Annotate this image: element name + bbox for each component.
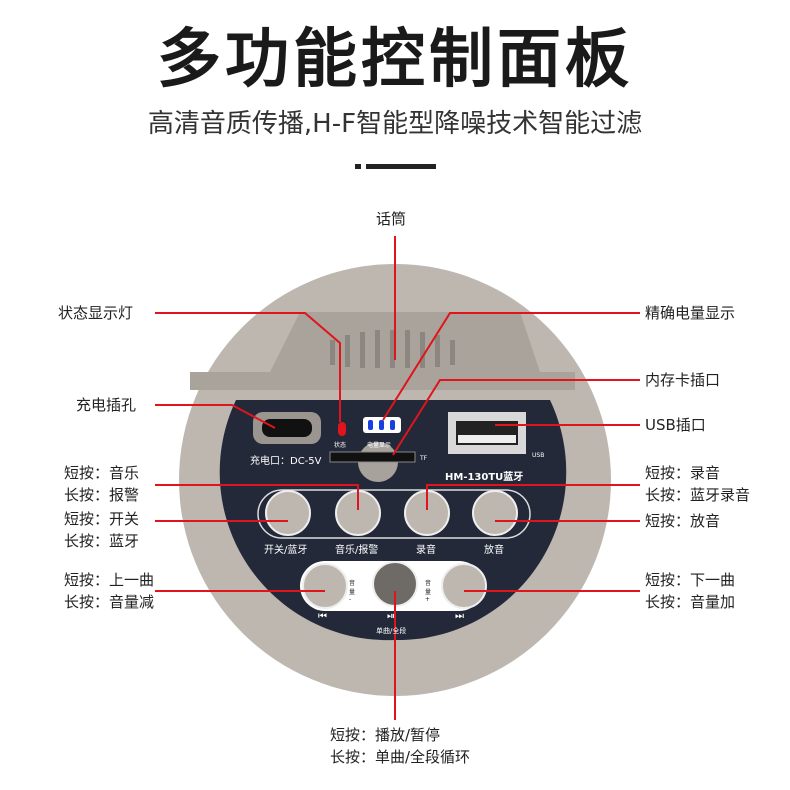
music-button-label: 音乐/报警 <box>335 545 379 556</box>
tf-slot <box>329 451 416 463</box>
text: 短按：录音 <box>645 464 721 482</box>
pager-bar <box>366 164 436 169</box>
text: 长按：单曲/全段循环 <box>330 748 471 766</box>
text: 短按：下一曲 <box>645 571 736 589</box>
mode-label: 单曲/全段 <box>376 627 407 635</box>
callout-usb: USB插口 <box>645 416 706 434</box>
text: 短按：音乐 <box>64 464 140 482</box>
text: 长按：音量减 <box>64 593 155 611</box>
record-button-label: 录音 <box>416 545 436 556</box>
text: 长按：音量加 <box>645 593 736 611</box>
battery-label: 电量显示 <box>367 442 392 449</box>
callout-charge-port: 充电插孔 <box>76 396 137 414</box>
charge-label: 充电口：DC-5V <box>250 456 322 467</box>
next-icon: ⏭ <box>455 611 464 622</box>
subtitle: 高清音质传播,H-F智能型降噪技术智能过滤 <box>147 109 643 139</box>
callout-battery: 精确电量显示 <box>645 304 736 322</box>
text: 长按：报警 <box>64 486 140 504</box>
play-pause-icon: ⏯ <box>387 611 395 622</box>
speaker-grille <box>330 330 455 368</box>
speaker-housing <box>190 312 575 390</box>
usb-c-port <box>262 419 312 437</box>
text: 短按：开关 <box>64 510 140 528</box>
play-button-label: 放音 <box>484 545 504 556</box>
prev-icon: ⏮ <box>318 611 327 622</box>
vol-minus-label: 音量 - <box>349 580 356 603</box>
vol-plus-label: 音量 + <box>425 580 432 603</box>
callout-play: 短按：放音 <box>645 512 721 530</box>
play-record-button <box>472 490 518 536</box>
text: 短按：播放/暂停 <box>330 726 441 744</box>
callout-pause: 短按：播放/暂停长按：单曲/全段循环 <box>330 724 470 768</box>
callout-prev: 短按：上一曲长按：音量减 <box>64 569 154 613</box>
callout-status-light: 状态显示灯 <box>58 304 134 322</box>
callout-mic: 话筒 <box>376 210 407 228</box>
callout-record: 短按：录音长按：蓝牙录音 <box>645 462 750 506</box>
callout-music: 短按：音乐长按：报警 <box>64 462 139 506</box>
status-label: 状态 <box>334 442 347 449</box>
pager-dot <box>355 164 361 169</box>
callout-next: 短按：下一曲长按：音量加 <box>645 569 735 613</box>
model-label: HM-130TU蓝牙 <box>445 472 524 483</box>
callout-tf-slot: 内存卡插口 <box>645 371 721 389</box>
next-button <box>441 563 487 609</box>
power-button-label: 开关/蓝牙 <box>264 545 308 556</box>
callout-power: 短按：开关长按：蓝牙 <box>64 508 139 552</box>
text: 长按：蓝牙录音 <box>645 486 751 504</box>
callout-lines <box>155 236 640 720</box>
text: 短按：上一曲 <box>64 571 155 589</box>
page-title: 多功能控制面板 <box>157 23 633 97</box>
tf-label: TF <box>420 455 428 462</box>
power-bluetooth-button <box>265 490 311 536</box>
usb-label: USB <box>532 452 545 459</box>
text: 长按：蓝牙 <box>64 532 140 550</box>
prev-button <box>302 563 348 609</box>
status-led <box>338 422 346 436</box>
